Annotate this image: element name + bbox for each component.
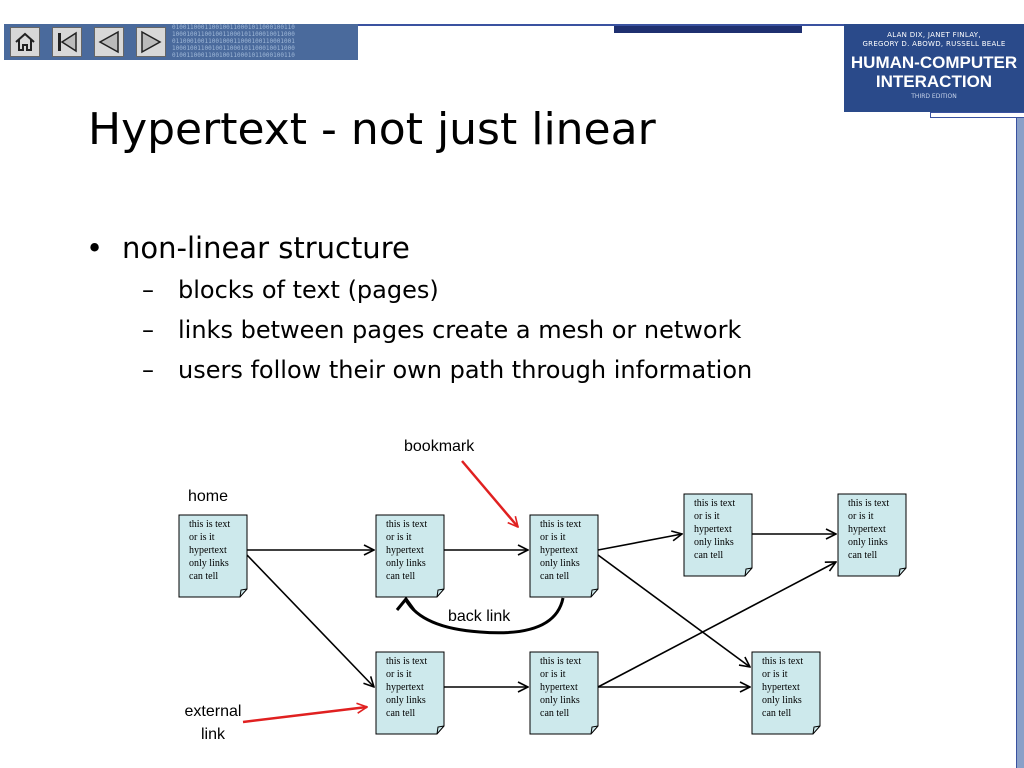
first-slide-icon [58, 31, 77, 53]
external-link-label-line-2: link [201, 726, 226, 743]
sub-bullet-text: users follow their own path through info… [178, 356, 753, 384]
link-arrow [597, 534, 682, 551]
external-link-arrow [242, 707, 367, 724]
external-link-label-line-1: external [185, 703, 242, 720]
slide-title: Hypertext - not just linear [88, 104, 656, 155]
home-icon [15, 32, 35, 51]
bullet-marker: • [86, 231, 104, 265]
home-button[interactable] [10, 27, 40, 57]
sub-bullet-list: –blocks of text (pages) –links between p… [142, 270, 752, 390]
home-label: home [188, 488, 228, 505]
link-arrow [597, 562, 836, 688]
book-title: HUMAN-COMPUTER INTERACTION [844, 53, 1024, 91]
next-slide-button[interactable] [136, 27, 166, 57]
sub-bullet-text: blocks of text (pages) [178, 276, 439, 304]
next-icon [141, 30, 162, 54]
header-band [614, 26, 802, 33]
book-authors: ALAN DIX, JANET FINLAY, GREGORY D. ABOWD… [844, 31, 1024, 49]
book-logo: ALAN DIX, JANET FINLAY, GREGORY D. ABOWD… [844, 24, 1024, 112]
bullet-item: • non-linear structure –blocks of text (p… [86, 230, 752, 390]
first-slide-button[interactable] [52, 27, 82, 57]
book-title-line-2: INTERACTION [875, 72, 993, 91]
book-authors-line-2: GREGORY D. ABOWD, RUSSELL BEALE [862, 40, 1006, 48]
sub-bullet-item: –blocks of text (pages) [142, 276, 439, 304]
bullet-list: • non-linear structure –blocks of text (p… [86, 230, 752, 390]
logo-frame [930, 112, 1024, 118]
previous-icon [98, 30, 119, 54]
back-link-arrow [404, 597, 565, 635]
link-arrow [246, 554, 374, 687]
sub-bullet-text: links between pages create a mesh or net… [178, 316, 742, 344]
bullet-text: non-linear structure [122, 231, 410, 265]
back-link-label: back link [448, 608, 511, 625]
book-edition: THIRD EDITION [911, 93, 957, 100]
previous-slide-button[interactable] [94, 27, 124, 57]
book-authors-line-1: ALAN DIX, JANET FINLAY, [887, 31, 981, 39]
bookmark-label: bookmark [404, 438, 475, 455]
bookmark-arrow [461, 460, 518, 527]
header-rule [358, 24, 862, 26]
link-arrow [597, 554, 750, 667]
right-edge-bar [1016, 118, 1024, 768]
sub-bullet-item: –links between pages create a mesh or ne… [142, 316, 742, 344]
back-link-arrowhead [395, 596, 416, 611]
book-title-line-1: HUMAN-COMPUTER [850, 53, 1018, 72]
sub-bullet-item: –users follow their own path through inf… [142, 356, 753, 384]
